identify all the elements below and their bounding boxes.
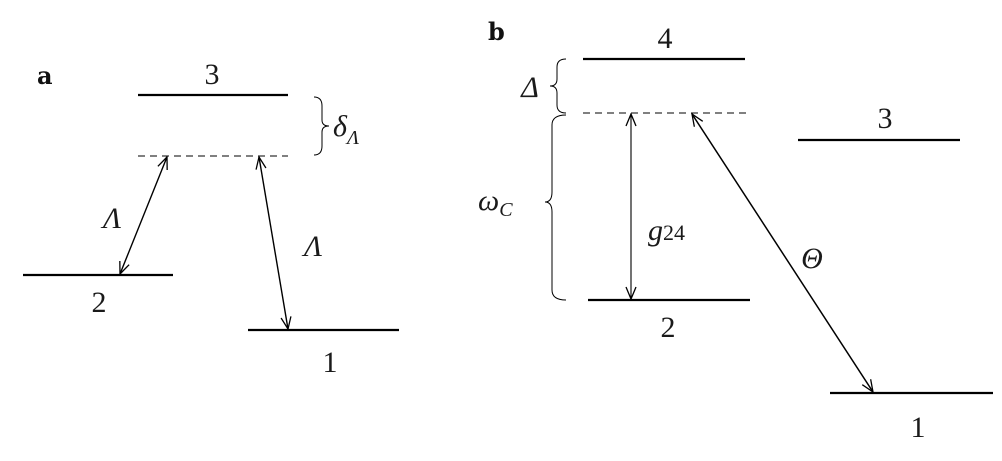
panel-b: b 4 Δ ωC 3 2 1 g24 Θ [478,17,993,444]
coupling-arrow-theta [692,114,873,392]
coupling-arrow-1-a [259,157,288,329]
coupling-lambda-label-right: Λ [301,230,322,263]
level-3-a-label: 3 [205,58,220,91]
coupling-lambda-label-left: Λ [100,202,121,235]
cavity-brace-b [544,114,567,301]
level-4-b-label: 4 [658,22,673,55]
coupling-arrow-2-a [120,157,167,274]
level-1-a-label: 1 [323,346,338,379]
level-2-b-label: 2 [661,311,676,344]
detuning-Delta-label: Δ [520,71,539,104]
level-3-b-label: 3 [878,102,893,135]
coupling-theta-label: Θ [801,242,823,275]
coupling-g24-label: g24 [648,214,685,247]
level-1-b-label: 1 [911,411,926,444]
detuning-delta-label: δΛ [333,110,359,149]
cavity-omega-label: ωC [478,184,513,221]
detuning-brace-b [549,58,567,114]
panel-b-label: b [488,17,505,46]
panel-a-label: a [37,61,53,90]
level-2-a-label: 2 [92,286,107,319]
detuning-brace-a [313,96,330,156]
panel-a: a 3 δΛ 2 1 Λ Λ [23,58,399,379]
